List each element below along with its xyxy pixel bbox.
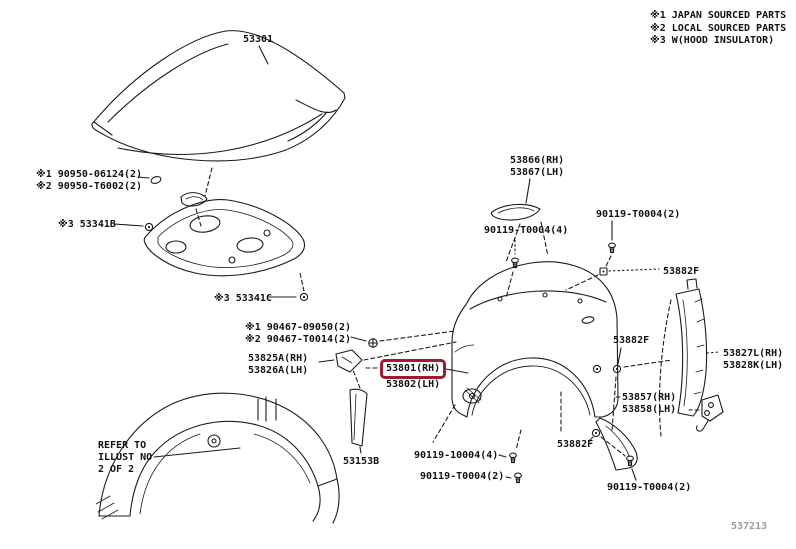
note-refer-line2: ILLUST NO — [98, 452, 153, 463]
label-90119-T0004-2-top[interactable]: 90119-T0004(2) — [596, 209, 681, 220]
legend: ※1 JAPAN SOURCED PARTS※2 LOCAL SOURCED P… — [650, 10, 786, 48]
label-53828K[interactable]: 53828K(LH) — [723, 360, 784, 371]
note-refer-line1: REFER TO — [98, 440, 147, 451]
label-53801-selected[interactable]: 53801(RH) — [380, 359, 447, 379]
label-53825A[interactable]: 53825A(RH) — [248, 353, 309, 364]
label-53341C[interactable]: ※3 53341C — [214, 293, 272, 304]
hood-drawing — [91, 30, 346, 162]
bolt-90119-top-right — [605, 220, 616, 267]
label-53858[interactable]: 53858(LH) — [622, 404, 677, 415]
label-53301[interactable]: 53301 — [243, 34, 274, 45]
bracket-53857 — [615, 394, 724, 432]
label-53153B[interactable]: 53153B — [343, 456, 380, 467]
label-53826A[interactable]: 53826A(LH) — [248, 365, 309, 376]
label-90467-09050[interactable]: ※1 90467-09050(2) — [245, 322, 352, 333]
insulator-clip-53341C — [267, 272, 309, 302]
clip-53882F-bottom — [560, 391, 637, 481]
part-53153B-drawing — [349, 369, 368, 454]
label-90119-T0004-4[interactable]: 90119-T0004(4) — [484, 225, 569, 236]
label-53857[interactable]: 53857(RH) — [622, 392, 677, 403]
label-90119-T0004-2-mid[interactable]: 90119-T0004(2) — [420, 471, 505, 482]
cowl-fastener-90467 — [350, 330, 456, 348]
hood-hinge-53866 — [490, 178, 549, 263]
label-90119-10004-4[interactable]: 90119-10004(4) — [414, 450, 499, 461]
label-53341B[interactable]: ※3 53341B — [58, 219, 116, 230]
legend-item: ※3 W(HOOD INSULATOR) — [650, 35, 775, 46]
diagram-code: 537213 — [731, 521, 768, 532]
splash-shield-drawing — [595, 417, 638, 471]
clips-53882F-mid — [592, 347, 673, 432]
cowl-side-panel-53825 — [318, 341, 457, 373]
apron-panel-53827 — [658, 278, 720, 437]
note-refer-line3: 2 OF 2 — [98, 464, 135, 475]
label-53882F-top[interactable]: 53882F — [663, 266, 700, 277]
label-90119-T0004-2-bottom[interactable]: 90119-T0004(2) — [607, 482, 692, 493]
label-90950-06124[interactable]: ※1 90950-06124(2) — [36, 169, 143, 180]
label-53882F-mid[interactable]: 53882F — [613, 335, 650, 346]
clip-53882F-top — [565, 267, 660, 291]
fender-liner-drawing — [95, 392, 340, 524]
label-90950-T6002[interactable]: ※2 90950-T6002(2) — [36, 181, 143, 192]
label-53866[interactable]: 53866(RH) — [510, 155, 565, 166]
label-53802[interactable]: 53802(LH) — [386, 379, 441, 390]
label-90467-T0014[interactable]: ※2 90467-T0014(2) — [245, 334, 352, 345]
legend-item: ※2 LOCAL SOURCED PARTS — [650, 22, 787, 34]
label-53827L[interactable]: 53827L(RH) — [723, 348, 784, 359]
hood-insulator-drawing — [113, 199, 306, 277]
fender-leader-53801 — [365, 367, 469, 374]
legend-item: ※1 JAPAN SOURCED PARTS — [650, 10, 787, 21]
label-53882F-bottom[interactable]: 53882F — [557, 439, 594, 450]
bolts-90119-bottom — [432, 404, 522, 484]
label-53867[interactable]: 53867(LH) — [510, 167, 565, 178]
bolt-90119-top-left — [505, 239, 519, 299]
